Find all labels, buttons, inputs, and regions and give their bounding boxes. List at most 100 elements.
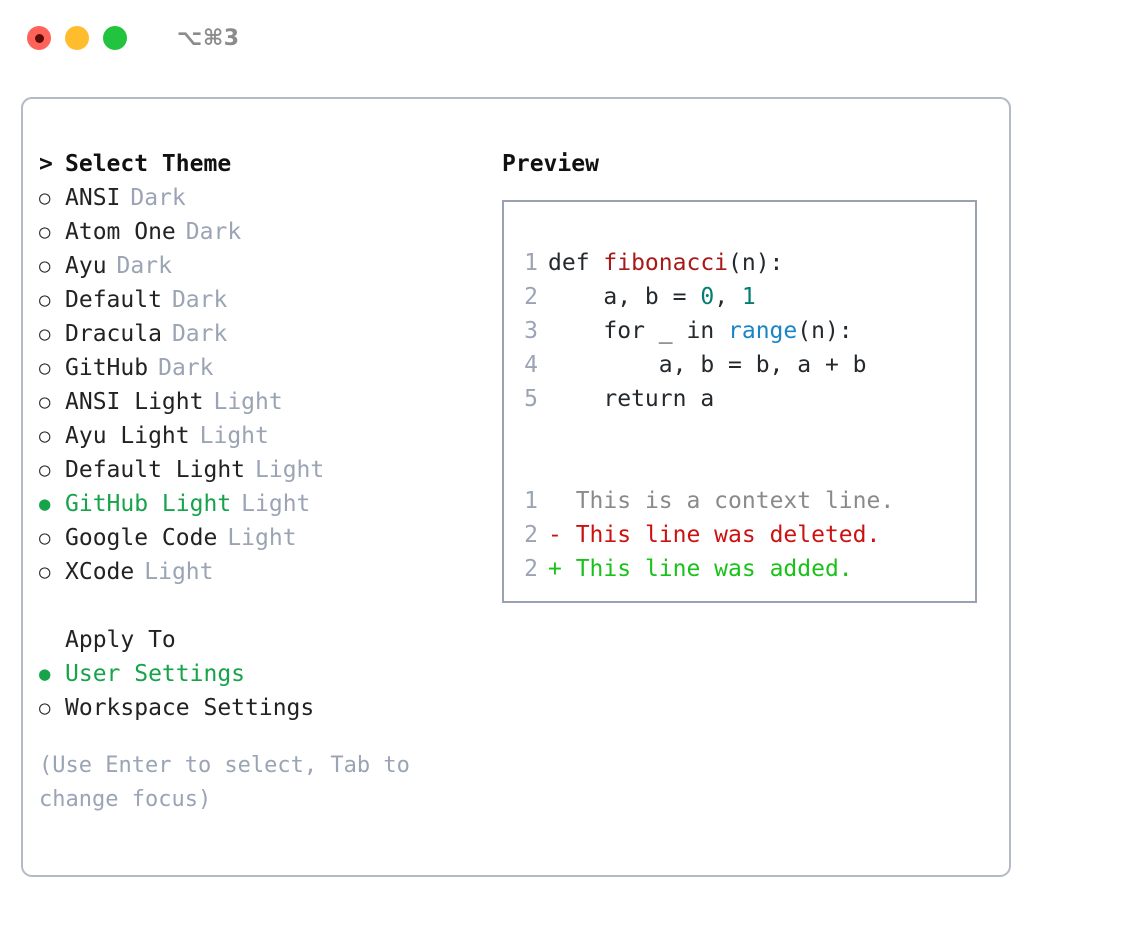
theme-mode-badge: Dark xyxy=(130,185,186,211)
theme-mode-badge: Light xyxy=(241,491,311,517)
radio-icon[interactable]: ○ xyxy=(39,255,51,277)
recording-dot-icon xyxy=(34,33,44,43)
code-indent xyxy=(548,386,603,412)
line-number: 4 xyxy=(524,352,538,378)
section-spacer xyxy=(39,589,489,623)
radio-icon[interactable]: ○ xyxy=(39,527,51,549)
radio-selected-icon[interactable]: ● xyxy=(39,663,51,685)
radio-icon[interactable]: ○ xyxy=(39,221,51,243)
radio-icon[interactable]: ○ xyxy=(39,459,51,481)
radio-icon[interactable]: ○ xyxy=(39,187,51,209)
code-number: 0 xyxy=(700,284,715,310)
theme-mode-badge: Light xyxy=(213,389,283,415)
code-number: 1 xyxy=(741,284,756,310)
radio-icon[interactable]: ○ xyxy=(39,425,51,447)
radio-icon[interactable]: ○ xyxy=(39,697,51,719)
theme-list-item[interactable]: ○ XCode Light xyxy=(39,555,489,589)
theme-mode-badge: Light xyxy=(255,457,325,483)
select-theme-title: Select Theme xyxy=(65,151,232,177)
theme-name: Default xyxy=(65,287,162,313)
main-panel: > Select Theme ○ ANSI Dark ○ Atom One Da… xyxy=(21,97,1011,877)
radio-selected-icon[interactable]: ● xyxy=(39,493,51,515)
theme-list-item[interactable]: ○ Dracula Dark xyxy=(39,317,489,351)
theme-name: XCode xyxy=(65,559,135,585)
radio-icon[interactable]: ○ xyxy=(39,391,51,413)
apply-to-header: Apply To xyxy=(39,623,489,657)
radio-icon[interactable]: ○ xyxy=(39,561,51,583)
preview-box: 1 def fibonacci(n): 2 a, b = 0, 1 3 for … xyxy=(502,200,977,603)
code-blank-line xyxy=(504,450,975,484)
theme-name: Ayu Light xyxy=(65,423,190,449)
theme-list-item[interactable]: ○ Ayu Dark xyxy=(39,249,489,283)
code-rest: (n): xyxy=(797,318,853,344)
preview-column: Preview 1 def fibonacci(n): 2 a, b = 0, … xyxy=(502,147,992,603)
theme-list-item[interactable]: ○ Google Code Light xyxy=(39,521,489,555)
theme-mode-badge: Dark xyxy=(116,253,172,279)
code-indent xyxy=(548,318,603,344)
code-content: for _ in range(n): xyxy=(548,314,853,348)
theme-mode-badge: Light xyxy=(199,423,269,449)
theme-list-item[interactable]: ○ GitHub Dark xyxy=(39,351,489,385)
theme-name: ANSI xyxy=(65,185,121,211)
keyboard-hint-text: (Use Enter to select, Tab to change focu… xyxy=(39,753,424,812)
theme-name: Dracula xyxy=(65,321,162,347)
theme-mode-badge: Dark xyxy=(185,219,242,245)
diff-text: This is a context line. xyxy=(575,488,895,514)
apply-to-option-workspace-settings[interactable]: ○ Workspace Settings xyxy=(39,691,489,725)
code-indent xyxy=(548,352,659,378)
theme-mode-badge: Dark xyxy=(171,287,228,313)
theme-list-item[interactable]: ○ Default Light Light xyxy=(39,453,489,487)
diff-text: This line was deleted. xyxy=(575,522,881,548)
code-rest: for _ in xyxy=(603,318,729,344)
theme-mode-badge: Light xyxy=(144,559,214,585)
code-function-name: fibonacci xyxy=(603,250,729,276)
code-rest: , xyxy=(714,284,742,310)
theme-list-item-selected[interactable]: ● GitHub Light Light xyxy=(39,487,489,521)
minimize-button-icon[interactable] xyxy=(65,26,89,50)
theme-name: Google Code xyxy=(65,525,218,551)
radio-icon[interactable]: ○ xyxy=(39,289,51,311)
code-line: 2 a, b = 0, 1 xyxy=(504,280,975,314)
preview-title: Preview xyxy=(502,151,599,177)
theme-list-item[interactable]: ○ ANSI Dark xyxy=(39,181,489,215)
line-number: 1 xyxy=(524,250,538,276)
radio-icon[interactable]: ○ xyxy=(39,357,51,379)
theme-list-item[interactable]: ○ Ayu Light Light xyxy=(39,419,489,453)
close-button-icon[interactable] xyxy=(27,26,51,50)
code-blank-line xyxy=(504,416,975,450)
diff-content: + This line was added. xyxy=(548,552,853,586)
line-number: 3 xyxy=(524,318,538,344)
keyboard-shortcut-label: ⌥⌘3 xyxy=(177,25,240,51)
theme-name: ANSI Light xyxy=(65,389,204,415)
select-theme-header: > Select Theme xyxy=(39,147,489,181)
zoom-button-icon[interactable] xyxy=(103,26,127,50)
theme-mode-badge: Dark xyxy=(158,355,214,381)
code-content: a, b = b, a + b xyxy=(548,348,867,382)
code-keyword: def xyxy=(548,250,604,276)
theme-list-item[interactable]: ○ ANSI Light Light xyxy=(39,385,489,419)
apply-to-option-label: User Settings xyxy=(65,661,246,687)
diff-content: - This line was deleted. xyxy=(548,518,880,552)
code-line: 5 return a xyxy=(504,382,975,416)
theme-list-item[interactable]: ○ Atom One Dark xyxy=(39,215,489,249)
apply-to-option-user-settings[interactable]: ● User Settings xyxy=(39,657,489,691)
traffic-lights xyxy=(27,26,127,50)
diff-line-added: 2 + This line was added. xyxy=(504,552,975,586)
theme-mode-badge: Light xyxy=(227,525,297,551)
line-number: 5 xyxy=(524,386,538,412)
code-content: a, b = 0, 1 xyxy=(548,280,756,314)
line-number: 2 xyxy=(524,522,538,548)
code-rest: a, b = xyxy=(603,284,701,310)
diff-line-deleted: 2 - This line was deleted. xyxy=(504,518,975,552)
theme-name: GitHub Light xyxy=(65,491,232,517)
theme-name: Atom One xyxy=(65,219,176,245)
code-rest: (n): xyxy=(728,250,784,276)
radio-icon[interactable]: ○ xyxy=(39,323,51,345)
code-content: return a xyxy=(548,382,714,416)
apply-to-option-label: Workspace Settings xyxy=(65,695,315,721)
theme-list-item[interactable]: ○ Default Dark xyxy=(39,283,489,317)
title-bar: ⌥⌘3 xyxy=(0,0,1140,76)
line-number: 2 xyxy=(524,284,538,310)
theme-name: Default Light xyxy=(65,457,246,483)
